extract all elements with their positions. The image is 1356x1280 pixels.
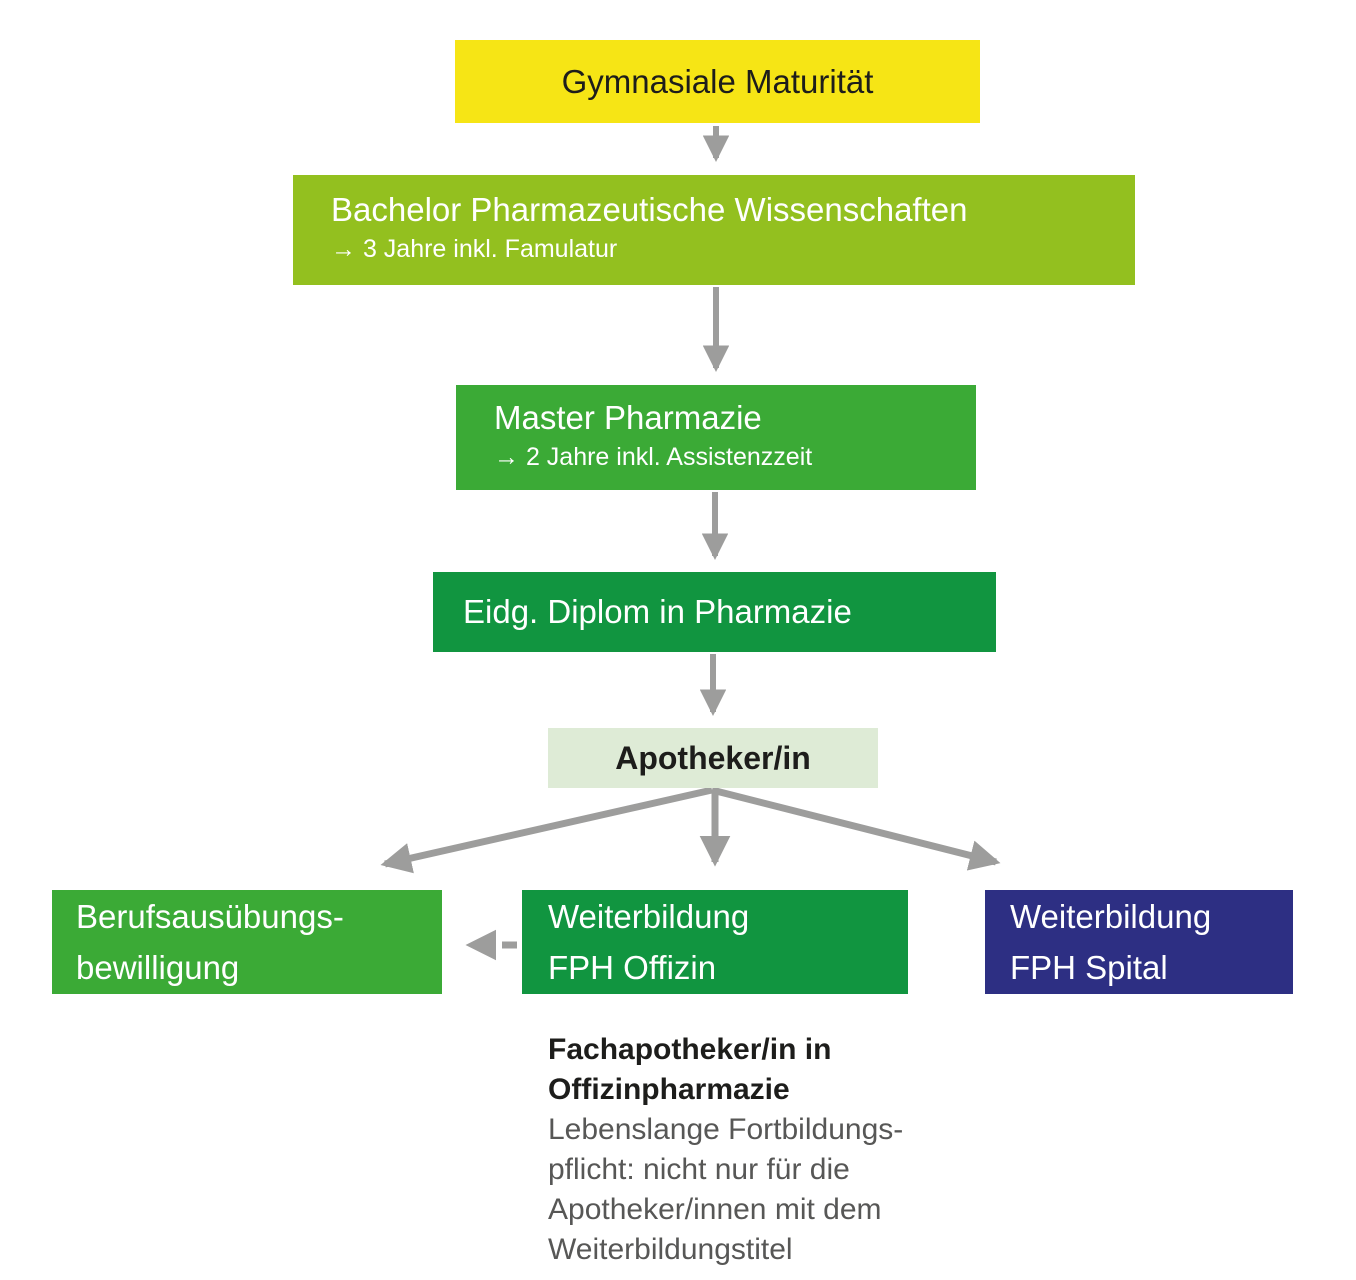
node-weiterbildung-fph-offizin: Weiterbildung FPH Offizin: [522, 890, 908, 994]
arrow-apotheker-to-spital: [711, 786, 1001, 871]
node-gymnasiale-maturitaet: Gymnasiale Maturität: [455, 40, 980, 123]
node-diplom-label: Eidg. Diplom in Pharmazie: [463, 593, 852, 630]
note-line4: Weiterbildungstitel: [548, 1233, 793, 1266]
node-spital-line1: Weiterbildung: [1010, 898, 1212, 935]
node-master-pharmazie: Master Pharmazie → 2 Jahre inkl. Assiste…: [456, 385, 976, 490]
node-eidg-diplom-pharmazie: Eidg. Diplom in Pharmazie: [433, 572, 996, 652]
note-line1: Lebenslange Fortbildungs-: [548, 1113, 904, 1146]
note-bold-line1: Fachapotheker/in in: [548, 1033, 832, 1066]
node-bachelor-title: Bachelor Pharmazeutische Wissenschaften: [331, 191, 968, 228]
note-bold-line2: Offizinpharmazie: [548, 1073, 790, 1106]
offizin-note: Fachapotheker/in in Offizinpharmazie Leb…: [548, 1030, 968, 1270]
node-berufsausuebungsbewilligung: Berufsausübungs- bewilligung: [52, 890, 442, 994]
node-berufs-line2: bewilligung: [76, 949, 240, 986]
note-line3: Apotheker/innen mit dem: [548, 1193, 882, 1226]
node-berufs-line1: Berufsausübungs-: [76, 898, 344, 935]
node-offizin-line2: FPH Offizin: [548, 949, 717, 986]
node-bachelor-subtitle: → 3 Jahre inkl. Famulatur: [331, 235, 618, 263]
node-master-subtitle: → 2 Jahre inkl. Assistenzzeit: [494, 443, 813, 471]
node-apotheker-label: Apotheker/in: [615, 739, 811, 776]
node-gymnasiale-maturitaet-label: Gymnasiale Maturität: [561, 62, 874, 100]
node-spital-line2: FPH Spital: [1010, 949, 1168, 986]
node-apotheker: Apotheker/in: [548, 728, 878, 788]
node-master-title: Master Pharmazie: [494, 399, 762, 436]
arrow-apotheker-to-berufsausuebung: [380, 786, 713, 874]
note-line2: pflicht: nicht nur für die: [548, 1153, 850, 1186]
node-offizin-line1: Weiterbildung: [548, 898, 750, 935]
node-bachelor-pharmazeutische-wissenschaften: Bachelor Pharmazeutische Wissenschaften …: [293, 175, 1135, 285]
node-weiterbildung-fph-spital: Weiterbildung FPH Spital: [985, 890, 1293, 994]
